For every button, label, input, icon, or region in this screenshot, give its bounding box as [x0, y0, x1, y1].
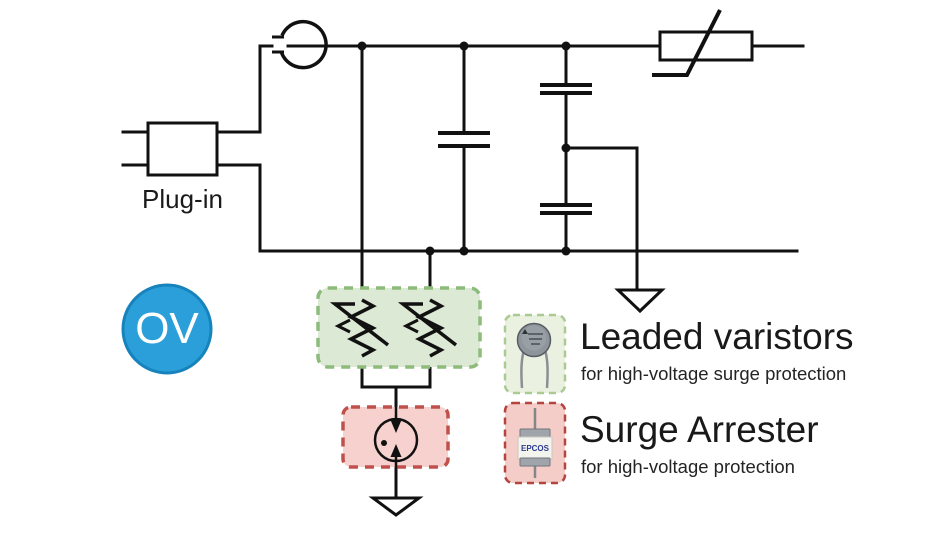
ov-badge-circle [121, 283, 213, 375]
varistor-symbol-right-icon [397, 298, 458, 358]
plug-in-label: Plug-in [142, 184, 223, 214]
neutral-rail [215, 163, 799, 253]
varistor-disc-logo-mark [522, 329, 528, 334]
thermal-fuse-icon [272, 19, 328, 70]
ov-badge-label: OV [135, 304, 199, 353]
junction-dots [357, 41, 571, 256]
legend-arrester-photo: EPCOS [503, 401, 567, 485]
y-capacitor-bottom-icon [540, 203, 592, 215]
earth-ground-bottom-icon [368, 496, 424, 517]
legend-subtitle-surge-arrester: for high-voltage protection [581, 456, 795, 477]
plug-in-terminals [121, 130, 150, 167]
plug-in-box [146, 121, 219, 177]
capacitor-plates [438, 83, 592, 215]
arrester-brand-label: EPCOS [521, 444, 550, 453]
legend-subtitle-leaded-varistors: for high-voltage surge protection [581, 363, 847, 384]
circuit-wires [121, 44, 805, 500]
varistor-bank-bracket [360, 354, 432, 423]
y-capacitor-top-icon [540, 83, 592, 95]
midpoint-to-ground-wire [564, 146, 639, 292]
varistor-symbol-left-icon [329, 298, 390, 358]
legend-varistor-photo [503, 313, 567, 395]
earth-ground-right-icon [614, 288, 666, 314]
phase-rail [215, 44, 805, 134]
legend-title-leaded-varistors: Leaded varistors [580, 316, 854, 357]
x-capacitor-icon [438, 131, 490, 148]
spark-gap-icon [373, 387, 419, 498]
varistor-symbol-top-icon [652, 9, 754, 77]
legend-title-surge-arrester: Surge Arrester [580, 409, 819, 450]
surge-arrester-highlight-box [341, 405, 450, 469]
